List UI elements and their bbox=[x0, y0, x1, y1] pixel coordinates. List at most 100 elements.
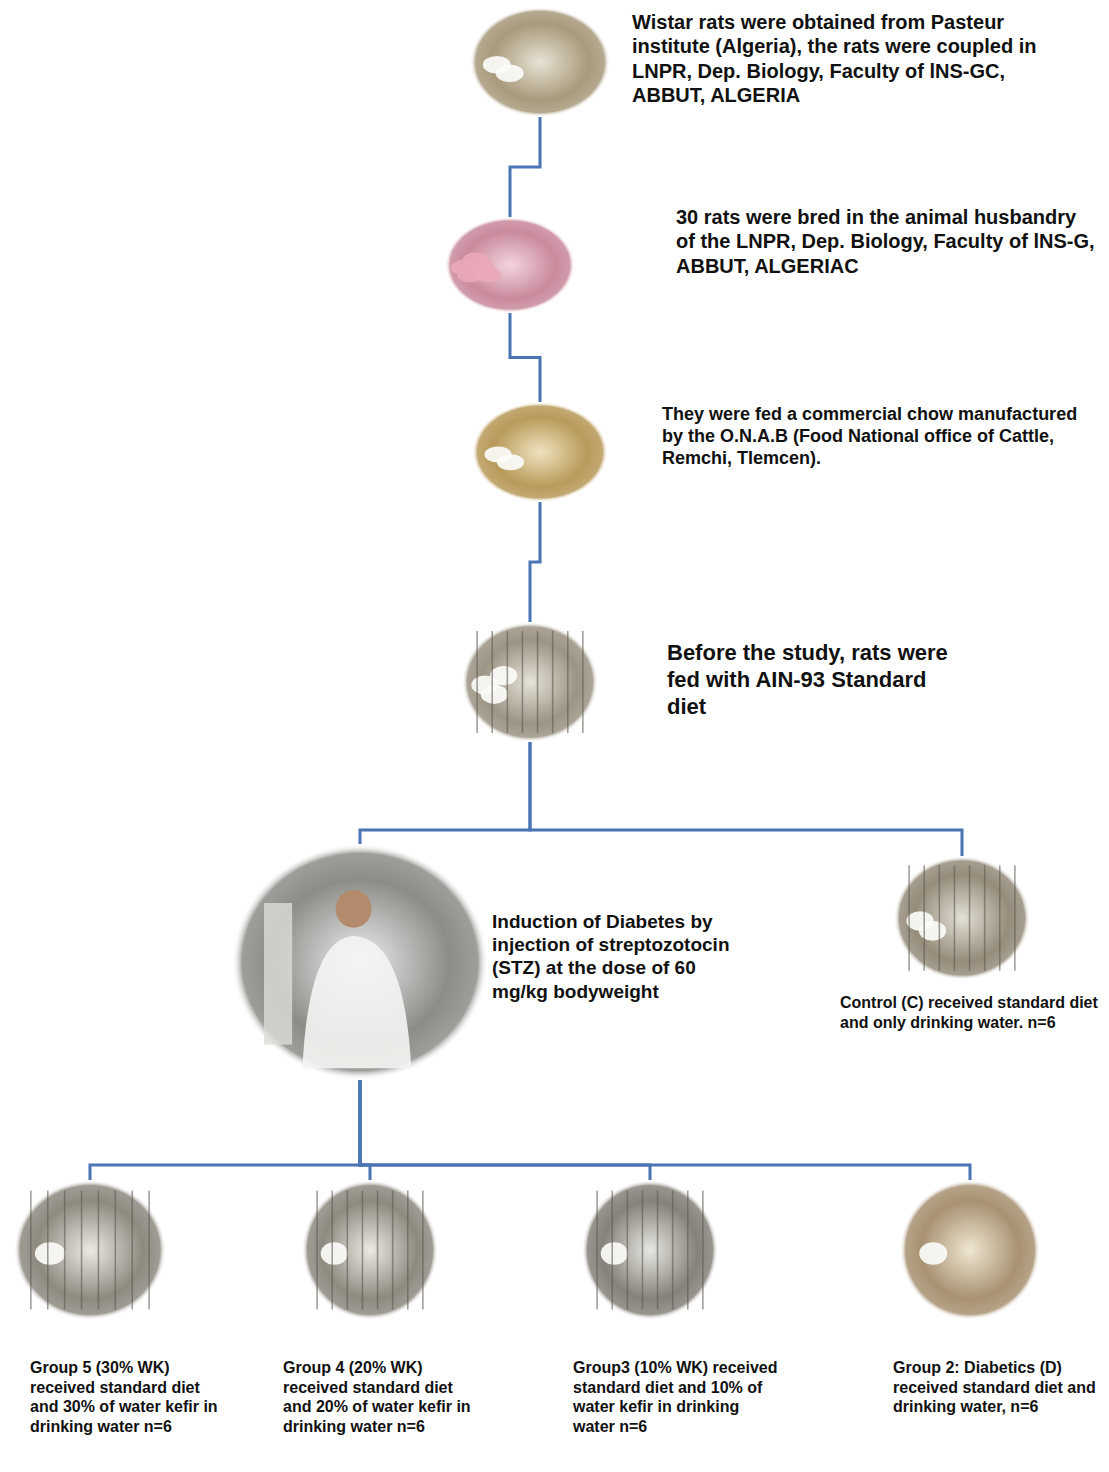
connector-line bbox=[530, 502, 540, 622]
photo-circle bbox=[894, 856, 1030, 980]
step-text: Group3 (10% WK) received standard diet a… bbox=[573, 1358, 778, 1436]
cage-bar bbox=[1014, 865, 1016, 970]
photo-ground bbox=[232, 844, 488, 1080]
cage-bar bbox=[567, 631, 569, 733]
cage-bar bbox=[596, 1191, 598, 1310]
step-text: Induction of Diabetes by injection of st… bbox=[492, 910, 737, 1003]
cage-bar bbox=[672, 1191, 674, 1310]
connector-line bbox=[530, 742, 962, 856]
photo-circle bbox=[472, 402, 608, 502]
step-text: Group 5 (30% WK) received standard diet … bbox=[30, 1358, 220, 1436]
photo-ground bbox=[470, 7, 610, 117]
cage-bar bbox=[999, 865, 1001, 970]
photo-step-node: Group3 (10% WK) received standard diet a… bbox=[573, 1180, 778, 1436]
connector-line bbox=[360, 1080, 970, 1180]
rat-figure bbox=[919, 921, 946, 941]
cage-bar bbox=[362, 1191, 364, 1310]
step-text: Group 4 (20% WK) received standard diet … bbox=[283, 1358, 473, 1436]
cage-bar bbox=[98, 1191, 100, 1310]
photo-ground bbox=[462, 622, 598, 742]
photo-ground bbox=[445, 217, 575, 313]
step-text: Wistar rats were obtained from Pasteur i… bbox=[632, 10, 1072, 108]
cage-bar bbox=[316, 1191, 318, 1310]
photo-circle bbox=[445, 217, 575, 313]
cage-bar bbox=[611, 1191, 613, 1310]
photo-ground bbox=[14, 1180, 166, 1320]
cage-bar bbox=[627, 1191, 629, 1310]
cage-bar bbox=[923, 865, 925, 970]
cage-bar bbox=[30, 1191, 32, 1310]
person-coat bbox=[264, 903, 292, 1045]
photo-step-node: 30 rats were bred in the animal husbandr… bbox=[445, 205, 1096, 313]
cage-bar bbox=[984, 865, 986, 970]
cage-bar bbox=[522, 631, 524, 733]
step-text-block: Group3 (10% WK) received standard diet a… bbox=[573, 1358, 778, 1436]
step-text-block: Before the study, rats were fed with AIN… bbox=[667, 640, 967, 720]
cage-bar bbox=[347, 1191, 349, 1310]
cage-bar bbox=[81, 1191, 83, 1310]
photo-step-node: Group 5 (30% WK) received standard diet … bbox=[14, 1180, 220, 1436]
cage-bar bbox=[537, 631, 539, 733]
cage-bar bbox=[507, 631, 509, 733]
step-text: Before the study, rats were fed with AIN… bbox=[667, 640, 967, 720]
cage-bar bbox=[642, 1191, 644, 1310]
connector-line bbox=[510, 117, 540, 217]
cage-bar bbox=[148, 1191, 150, 1310]
cage-bar bbox=[392, 1191, 394, 1310]
cage-bar bbox=[115, 1191, 117, 1310]
photo-circle bbox=[900, 1180, 1040, 1320]
photo-step-node: Before the study, rats were fed with AIN… bbox=[462, 622, 967, 742]
photo-circle bbox=[232, 844, 488, 1080]
photo-circle bbox=[14, 1180, 166, 1320]
photo-step-node: Group 2: Diabetics (D) received standard… bbox=[893, 1180, 1098, 1417]
photo-step-node: They were fed a commercial chow manufact… bbox=[472, 402, 1092, 502]
cage-bar bbox=[908, 865, 910, 970]
step-text-block: Group 2: Diabetics (D) received standard… bbox=[893, 1358, 1098, 1417]
step-text: They were fed a commercial chow manufact… bbox=[662, 404, 1092, 470]
rat-figure bbox=[497, 454, 524, 470]
photo-circle bbox=[470, 7, 610, 117]
cage-bar bbox=[552, 631, 554, 733]
rat-figure bbox=[475, 267, 501, 282]
step-text-block: Induction of Diabetes by injection of st… bbox=[492, 910, 737, 1003]
cage-bar bbox=[582, 631, 584, 733]
step-text-block: They were fed a commercial chow manufact… bbox=[662, 404, 1092, 470]
photo-step-node: Control (C) received standard diet and o… bbox=[840, 856, 1102, 1032]
photo-ground bbox=[472, 402, 608, 502]
cage-bar bbox=[64, 1191, 66, 1310]
cage-bar bbox=[476, 631, 478, 733]
step-text-block: Control (C) received standard diet and o… bbox=[840, 993, 1102, 1032]
cage-bar bbox=[422, 1191, 424, 1310]
photo-step-node: Wistar rats were obtained from Pasteur i… bbox=[470, 7, 1072, 117]
cage-bar bbox=[969, 865, 971, 970]
step-text-block: Group 4 (20% WK) received standard diet … bbox=[283, 1358, 473, 1436]
cage-bar bbox=[131, 1191, 133, 1310]
rat-figure bbox=[35, 1242, 65, 1264]
photo-circle bbox=[302, 1180, 438, 1320]
rat-figure bbox=[601, 1242, 628, 1264]
step-text-block: Group 5 (30% WK) received standard diet … bbox=[30, 1358, 220, 1436]
cage-bar bbox=[331, 1191, 333, 1310]
photo-ground bbox=[900, 1180, 1040, 1320]
person-head bbox=[336, 890, 372, 928]
photo-circle bbox=[582, 1180, 718, 1320]
photo-step-node: Group 4 (20% WK) received standard diet … bbox=[283, 1180, 473, 1436]
cage-bar bbox=[939, 865, 941, 970]
step-text: 30 rats were bred in the animal husbandr… bbox=[676, 205, 1096, 278]
connector-line bbox=[90, 1080, 360, 1180]
rat-figure bbox=[481, 685, 508, 704]
rat-figure bbox=[321, 1242, 348, 1264]
rat-figure bbox=[919, 1242, 947, 1264]
cage-bar bbox=[702, 1191, 704, 1310]
photo-ground bbox=[894, 856, 1030, 980]
cage-bar bbox=[657, 1191, 659, 1310]
cage-bar bbox=[954, 865, 956, 970]
cage-bar bbox=[491, 631, 493, 733]
cage-bar bbox=[377, 1191, 379, 1310]
rat-figure bbox=[496, 64, 524, 82]
step-text-block: 30 rats were bred in the animal husbandr… bbox=[676, 205, 1096, 278]
cage-bar bbox=[687, 1191, 689, 1310]
person-coat bbox=[302, 936, 411, 1068]
connector-line bbox=[510, 313, 540, 402]
